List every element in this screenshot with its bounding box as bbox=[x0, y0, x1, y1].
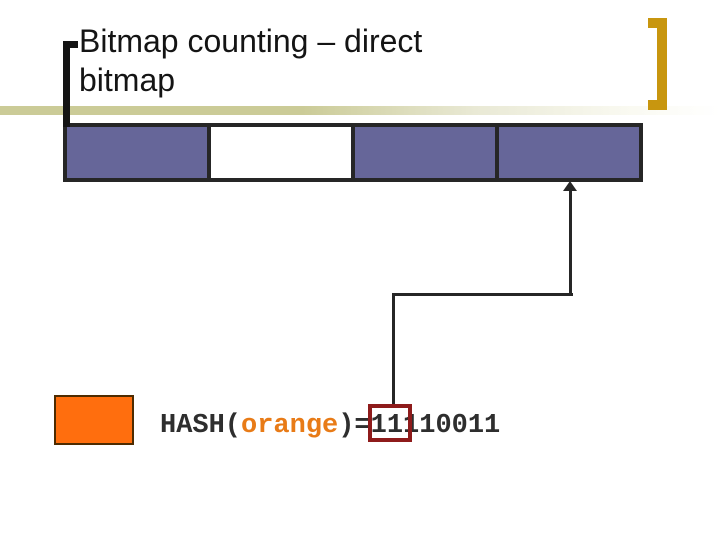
arrow-up-icon bbox=[563, 181, 577, 191]
bitmap-bar bbox=[63, 123, 643, 182]
highlighted-bits-box bbox=[368, 404, 412, 442]
bitmap-cell-filled bbox=[351, 127, 495, 178]
bitmap-cell-empty bbox=[207, 127, 351, 178]
connector-vertical-lower bbox=[392, 296, 395, 404]
connector-vertical-upper bbox=[569, 191, 572, 296]
hash-expression-argument: orange bbox=[241, 411, 339, 441]
title-left-bracket-arm-icon bbox=[63, 41, 78, 48]
orange-legend-swatch bbox=[54, 395, 134, 445]
hash-expression-prefix: HASH( bbox=[160, 411, 242, 441]
connector-horizontal bbox=[392, 293, 573, 296]
hash-expression: HASH(orange)=11110011 bbox=[160, 411, 500, 441]
bitmap-cell-filled bbox=[495, 127, 639, 178]
right-bracket-icon bbox=[648, 18, 667, 110]
title-left-bracket-icon bbox=[63, 41, 70, 127]
slide-title-line2: bitmap bbox=[79, 62, 176, 98]
hash-expression-equals: )= bbox=[338, 411, 371, 441]
title-underline-rule bbox=[0, 106, 720, 115]
bitmap-cell-filled bbox=[67, 127, 207, 178]
hash-expression-remaining-bits: 110011 bbox=[403, 411, 501, 441]
slide-title-line1: Bitmap counting – direct bbox=[79, 23, 423, 59]
hash-expression-boxed-bits: 11 bbox=[370, 411, 404, 441]
